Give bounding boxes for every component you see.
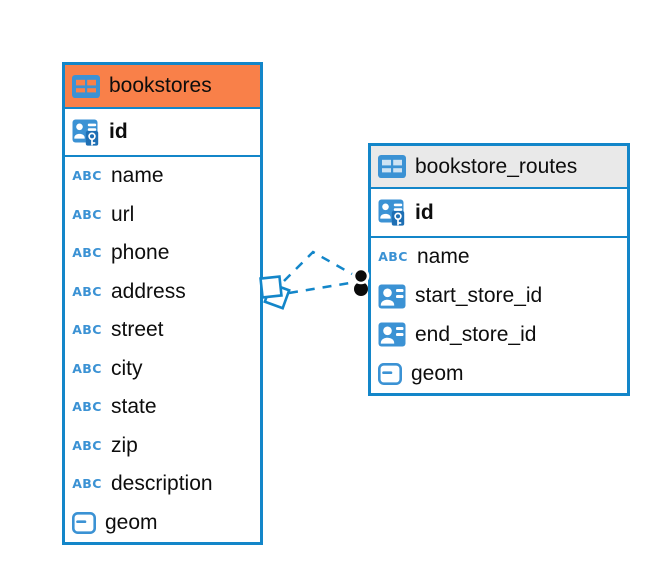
primary-key-icon	[72, 119, 100, 146]
one-end-marker	[352, 267, 370, 296]
column-row-phone[interactable]: ABC phone	[65, 234, 260, 273]
column-label: url	[111, 202, 135, 226]
column-row-state[interactable]: ABC state	[65, 388, 260, 427]
entity-table-bookstore-routes: bookstore_routes id ABC name start_store…	[368, 143, 630, 396]
column-row-url[interactable]: ABC url	[65, 196, 260, 235]
column-label: description	[111, 472, 213, 496]
column-label: city	[111, 356, 143, 380]
text-type-icon: ABC	[72, 476, 102, 491]
column-row-zip[interactable]: ABC zip	[65, 427, 260, 466]
column-row-city[interactable]: ABC city	[65, 350, 260, 389]
many-end-marker	[259, 275, 291, 310]
column-label: end_store_id	[415, 322, 537, 346]
column-label: id	[109, 120, 128, 143]
column-label: geom	[411, 361, 464, 385]
column-row-description[interactable]: ABC description	[65, 465, 260, 504]
column-label: start_store_id	[415, 284, 543, 308]
relationship-connector[interactable]	[259, 250, 370, 310]
entity-table-bookstores: bookstores id ABC name ABC url ABC phone…	[62, 62, 263, 545]
table-title: bookstores	[109, 74, 212, 97]
column-row-geom[interactable]: geom	[371, 354, 627, 393]
column-row-name[interactable]: ABC name	[65, 157, 260, 196]
column-row-street[interactable]: ABC street	[65, 311, 260, 350]
table-title: bookstore_routes	[415, 154, 578, 178]
table-icon	[378, 155, 406, 178]
column-row-address[interactable]: ABC address	[65, 273, 260, 312]
text-type-icon: ABC	[72, 206, 102, 222]
column-label: address	[111, 279, 186, 303]
geometry-type-icon	[378, 363, 402, 385]
table-icon	[72, 75, 100, 98]
column-label: name	[111, 164, 164, 188]
text-type-icon: ABC	[72, 360, 102, 376]
text-type-icon: ABC	[72, 283, 102, 299]
column-label: zip	[111, 433, 138, 457]
text-type-icon: ABC	[72, 437, 102, 453]
column-label: street	[111, 318, 164, 342]
column-label: name	[417, 245, 470, 269]
text-type-icon: ABC	[72, 322, 102, 337]
foreign-key-icon	[378, 284, 406, 309]
text-type-icon: ABC	[378, 249, 408, 265]
column-label: geom	[105, 510, 158, 534]
table-header-bookstore-routes[interactable]: bookstore_routes	[371, 146, 627, 189]
column-label: id	[415, 200, 434, 224]
column-row-end-store-id[interactable]: end_store_id	[371, 316, 627, 355]
relationship-line-lower	[288, 281, 351, 295]
column-row-id[interactable]: id	[65, 109, 260, 157]
foreign-key-icon	[378, 322, 406, 347]
table-header-bookstores[interactable]: bookstores	[65, 65, 260, 109]
column-row-id[interactable]: id	[371, 189, 627, 238]
column-row-geom[interactable]: geom	[65, 504, 260, 543]
column-row-name[interactable]: ABC name	[371, 238, 627, 277]
column-label: phone	[111, 241, 170, 265]
text-type-icon: ABC	[72, 168, 102, 183]
column-label: state	[111, 395, 157, 419]
column-row-start-store-id[interactable]: start_store_id	[371, 277, 627, 316]
text-type-icon: ABC	[72, 399, 102, 414]
text-type-icon: ABC	[72, 245, 102, 260]
primary-key-icon	[378, 199, 406, 226]
geometry-type-icon	[72, 512, 96, 534]
relationship-line-upper	[283, 250, 353, 282]
